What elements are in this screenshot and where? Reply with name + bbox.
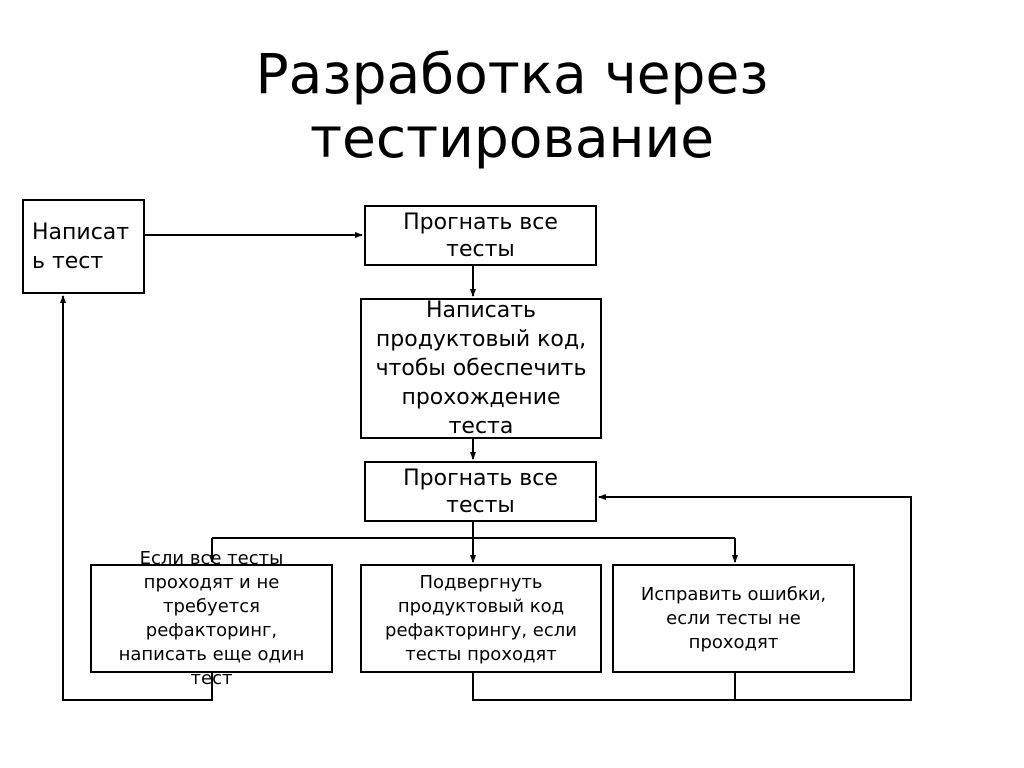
title-line-1: Разработка через <box>255 42 769 106</box>
all-pass-box: Если все тесты проходят и не требуется р… <box>90 548 333 689</box>
fix-errors-line-3: проходят <box>688 631 779 653</box>
run-tests-box-2: Прогнать все тесты <box>364 461 597 522</box>
page-title: Разработка через тестирование <box>0 42 1024 170</box>
write-code-line-1: Написать <box>425 298 537 323</box>
all-pass-line-1: Если все тесты <box>139 547 284 569</box>
all-pass-line-4: рефакторинг, <box>145 619 278 641</box>
write-code-box: Написать продуктовый код, чтобы обеспечи… <box>360 298 602 439</box>
fix-errors-box: Исправить ошибки, если тесты не проходят <box>612 564 855 673</box>
run-tests-2-line-2: тесты <box>446 492 515 518</box>
fix-errors-line-2: если тесты не <box>666 607 801 629</box>
run-tests-2-line-1: Прогнать все <box>403 465 558 491</box>
fix-errors-line-1: Исправить ошибки, <box>640 583 827 605</box>
run-tests-box-1: Прогнать все тесты <box>364 205 597 266</box>
all-pass-line-2: проходят и не <box>143 571 280 593</box>
write-code-line-5: теста <box>448 414 514 439</box>
all-pass-line-5: написать еще один <box>118 643 305 665</box>
refactor-line-2: продуктовый код <box>397 595 565 617</box>
write-code-line-4: прохождение <box>401 385 561 410</box>
all-pass-line-3: требуется <box>162 595 260 617</box>
run-tests-1-line-2: тесты <box>446 236 515 262</box>
write-test-line-2: ь тест <box>32 248 104 274</box>
refactor-line-3: рефакторингу, если <box>385 619 577 641</box>
refactor-line-4: тесты проходят <box>405 643 557 665</box>
write-test-box: Написат ь тест <box>22 199 145 294</box>
loop-back-to-run2 <box>472 494 912 701</box>
all-pass-line-6: тест <box>190 667 233 689</box>
title-line-2: тестирование <box>309 106 715 170</box>
refactor-line-1: Подвергнуть <box>419 571 543 593</box>
refactor-box: Подвергнуть продуктовый код рефакторингу… <box>360 564 602 673</box>
run-tests-1-line-1: Прогнать все <box>403 209 558 235</box>
write-code-line-3: чтобы обеспечить <box>375 356 587 381</box>
write-test-line-1: Написат <box>32 219 130 245</box>
write-code-line-2: продуктовый код, <box>375 327 587 352</box>
loop-back-to-write-test <box>60 295 213 701</box>
